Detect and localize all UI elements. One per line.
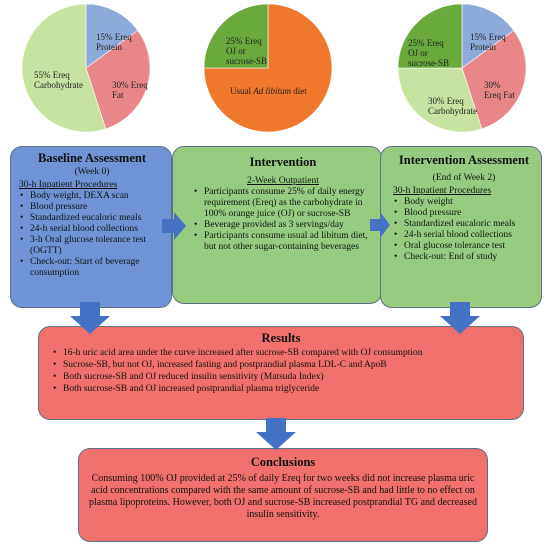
- intervention-title: Intervention: [249, 155, 317, 169]
- baseline-list: Body weight, DEXA scan Blood pressure St…: [19, 191, 165, 279]
- pie-label-post-carb: 30% Ereq Carbohydrate: [428, 96, 477, 116]
- post-title: Intervention Assessment: [398, 153, 530, 167]
- intervention-item: Beverage provided as 3 servings/day: [194, 220, 373, 231]
- intervention-assessment-box: Intervention Assessment (End of Week 2) …: [380, 146, 542, 308]
- baseline-item: 24-h serial blood collections: [20, 224, 165, 235]
- intervention-list: Participants consume 25% of daily energy…: [193, 187, 373, 253]
- conclusions-box: Conclusions Consuming 100% OJ provided a…: [78, 448, 488, 542]
- intervention-item: Participants consume 25% of daily energy…: [194, 187, 373, 220]
- pie-label-intervention-diet: Usual Ad libitum diet: [230, 86, 320, 96]
- arrow-down-icon: [256, 418, 296, 450]
- conclusions-text: Consuming 100% OJ provided at 25% of dai…: [89, 473, 477, 520]
- intervention-section-heading: 2-Week Outpatient: [247, 176, 319, 186]
- results-item: 16-h uric acid area under the curve incr…: [53, 348, 513, 359]
- intervention-box: Intervention 2-Week Outpatient Participa…: [172, 146, 382, 304]
- pie-slice: [21, 3, 107, 133]
- beverage-line-2: OJ or: [226, 46, 246, 56]
- baseline-title: Baseline Assessment: [38, 151, 146, 165]
- results-list: 16-h uric acid area under the curve incr…: [49, 348, 513, 395]
- pie-label-baseline-protein: 15% Ereq Protein: [96, 32, 132, 52]
- pie-label-post-beverage: 25% Ereq OJ or sucrose-SB: [408, 38, 449, 68]
- results-item: Sucrose-SB, but not OJ, increased fastin…: [53, 360, 513, 371]
- arrow-down-icon: [440, 302, 480, 334]
- pie-slice: [85, 3, 139, 69]
- baseline-section-heading: 30-h Inpatient Procedures: [19, 180, 118, 190]
- intervention-item: Participants consume usual ad libitum di…: [194, 231, 373, 253]
- pie-baseline: [21, 3, 151, 133]
- baseline-subtitle: (Week 0): [74, 167, 110, 177]
- pie-slice: [203, 3, 269, 69]
- baseline-item: Check-out: Start of beverage consumption: [20, 257, 165, 279]
- results-box: Results 16-h uric acid area under the cu…: [38, 326, 524, 420]
- pie-slice: [397, 67, 483, 133]
- beverage-line-1: 25% Ereq: [226, 36, 262, 46]
- arrow-right-icon: [370, 212, 390, 238]
- baseline-item: Blood pressure: [20, 202, 165, 213]
- post-item: Standardized eucaloric meals: [394, 219, 535, 230]
- pie-label-post-fat: 30% Ereq Fat: [484, 80, 515, 100]
- diet-prefix: Usual: [230, 86, 254, 96]
- pie-label-post-protein: 15% Ereq Protein: [470, 32, 506, 52]
- post-item: 24-h serial blood collections: [394, 230, 535, 241]
- results-item: Both sucrose-SB and OJ increased postpra…: [53, 384, 513, 395]
- pie-intervention: [203, 3, 333, 133]
- baseline-assessment-box: Baseline Assessment (Week 0) 30-h Inpati…: [10, 146, 172, 308]
- conclusions-title: Conclusions: [250, 455, 316, 469]
- post-item: Blood pressure: [394, 208, 535, 219]
- pie-slice: [461, 3, 515, 69]
- pie-label-intervention-beverage: 25% Ereq OJ or sucrose-SB: [226, 36, 280, 66]
- post-item: Body weight: [394, 197, 535, 208]
- post-subtitle: (End of Week 2): [432, 173, 496, 183]
- pie-slice: [203, 3, 333, 133]
- pie-label-baseline-carb: 55% Ereq Carbohydrate: [34, 70, 83, 90]
- baseline-item: Body weight, DEXA scan: [20, 191, 165, 202]
- pie-slice: [85, 29, 151, 130]
- diet-suffix: diet: [291, 86, 307, 96]
- post-item: Check-out: End of study: [394, 252, 535, 263]
- post-list: Body weight Blood pressure Standardized …: [393, 197, 535, 263]
- pie-slice: [397, 3, 463, 69]
- pie-slice: [461, 29, 527, 130]
- pie-label-baseline-fat: 30% Ereq Fat: [112, 80, 148, 100]
- baseline-item: Standardized eucaloric meals: [20, 213, 165, 224]
- arrow-down-icon: [70, 302, 110, 334]
- results-title: Results: [261, 331, 301, 345]
- results-item: Both sucrose-SB and OJ reduced insulin s…: [53, 372, 513, 383]
- diet-italic: Ad libitum: [253, 86, 291, 96]
- post-section-heading: 30-h Inpatient Procedures: [393, 186, 492, 196]
- arrow-right-icon: [162, 212, 186, 240]
- beverage-line-3: sucrose-SB: [226, 56, 267, 66]
- post-item: Oral glucose tolerance test: [394, 241, 535, 252]
- pie-post: [397, 3, 527, 133]
- baseline-item: 3-h Oral glucose tolerance test (OGTT): [20, 235, 165, 257]
